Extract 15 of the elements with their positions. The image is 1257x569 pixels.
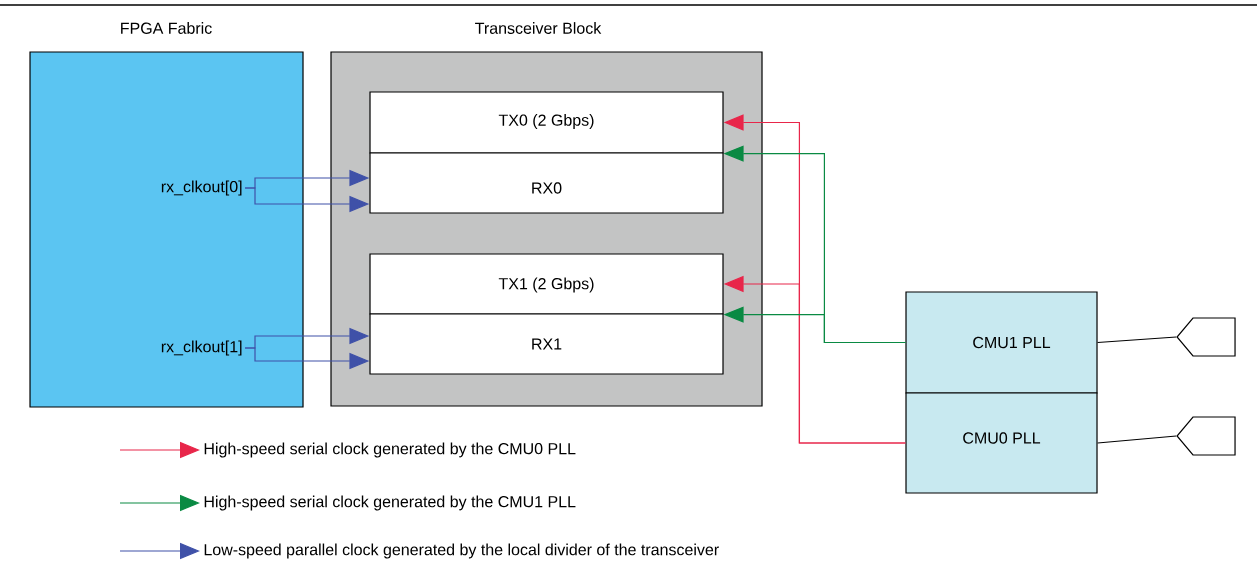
- signal-label: rx_clkout[1]: [161, 340, 242, 356]
- pll-box: CMU1 PLL: [905, 291, 1098, 394]
- input-pin: [1176, 416, 1236, 456]
- channel-box: TX0 (2 Gbps): [369, 91, 724, 154]
- channel-box: TX1 (2 Gbps): [369, 253, 724, 315]
- legend-text: Low-speed parallel clock generated by the local divider of the transceiver: [204, 543, 719, 559]
- signal-label: rx_clkout[0]: [161, 180, 242, 196]
- input-pin: [1176, 317, 1236, 357]
- node-label: FPGA Fabric: [121, 22, 212, 34]
- pll-box: CMU0 PLL: [905, 392, 1098, 494]
- legend-text: High-speed serial clock generated by the CMU1 PLL: [204, 495, 576, 511]
- channel-box: RX0: [369, 152, 724, 214]
- node-label: Transceiver Block: [475, 22, 602, 34]
- legend-text: High-speed serial clock generated by the CMU0 PLL: [204, 442, 576, 458]
- channel-box: RX1: [369, 313, 724, 375]
